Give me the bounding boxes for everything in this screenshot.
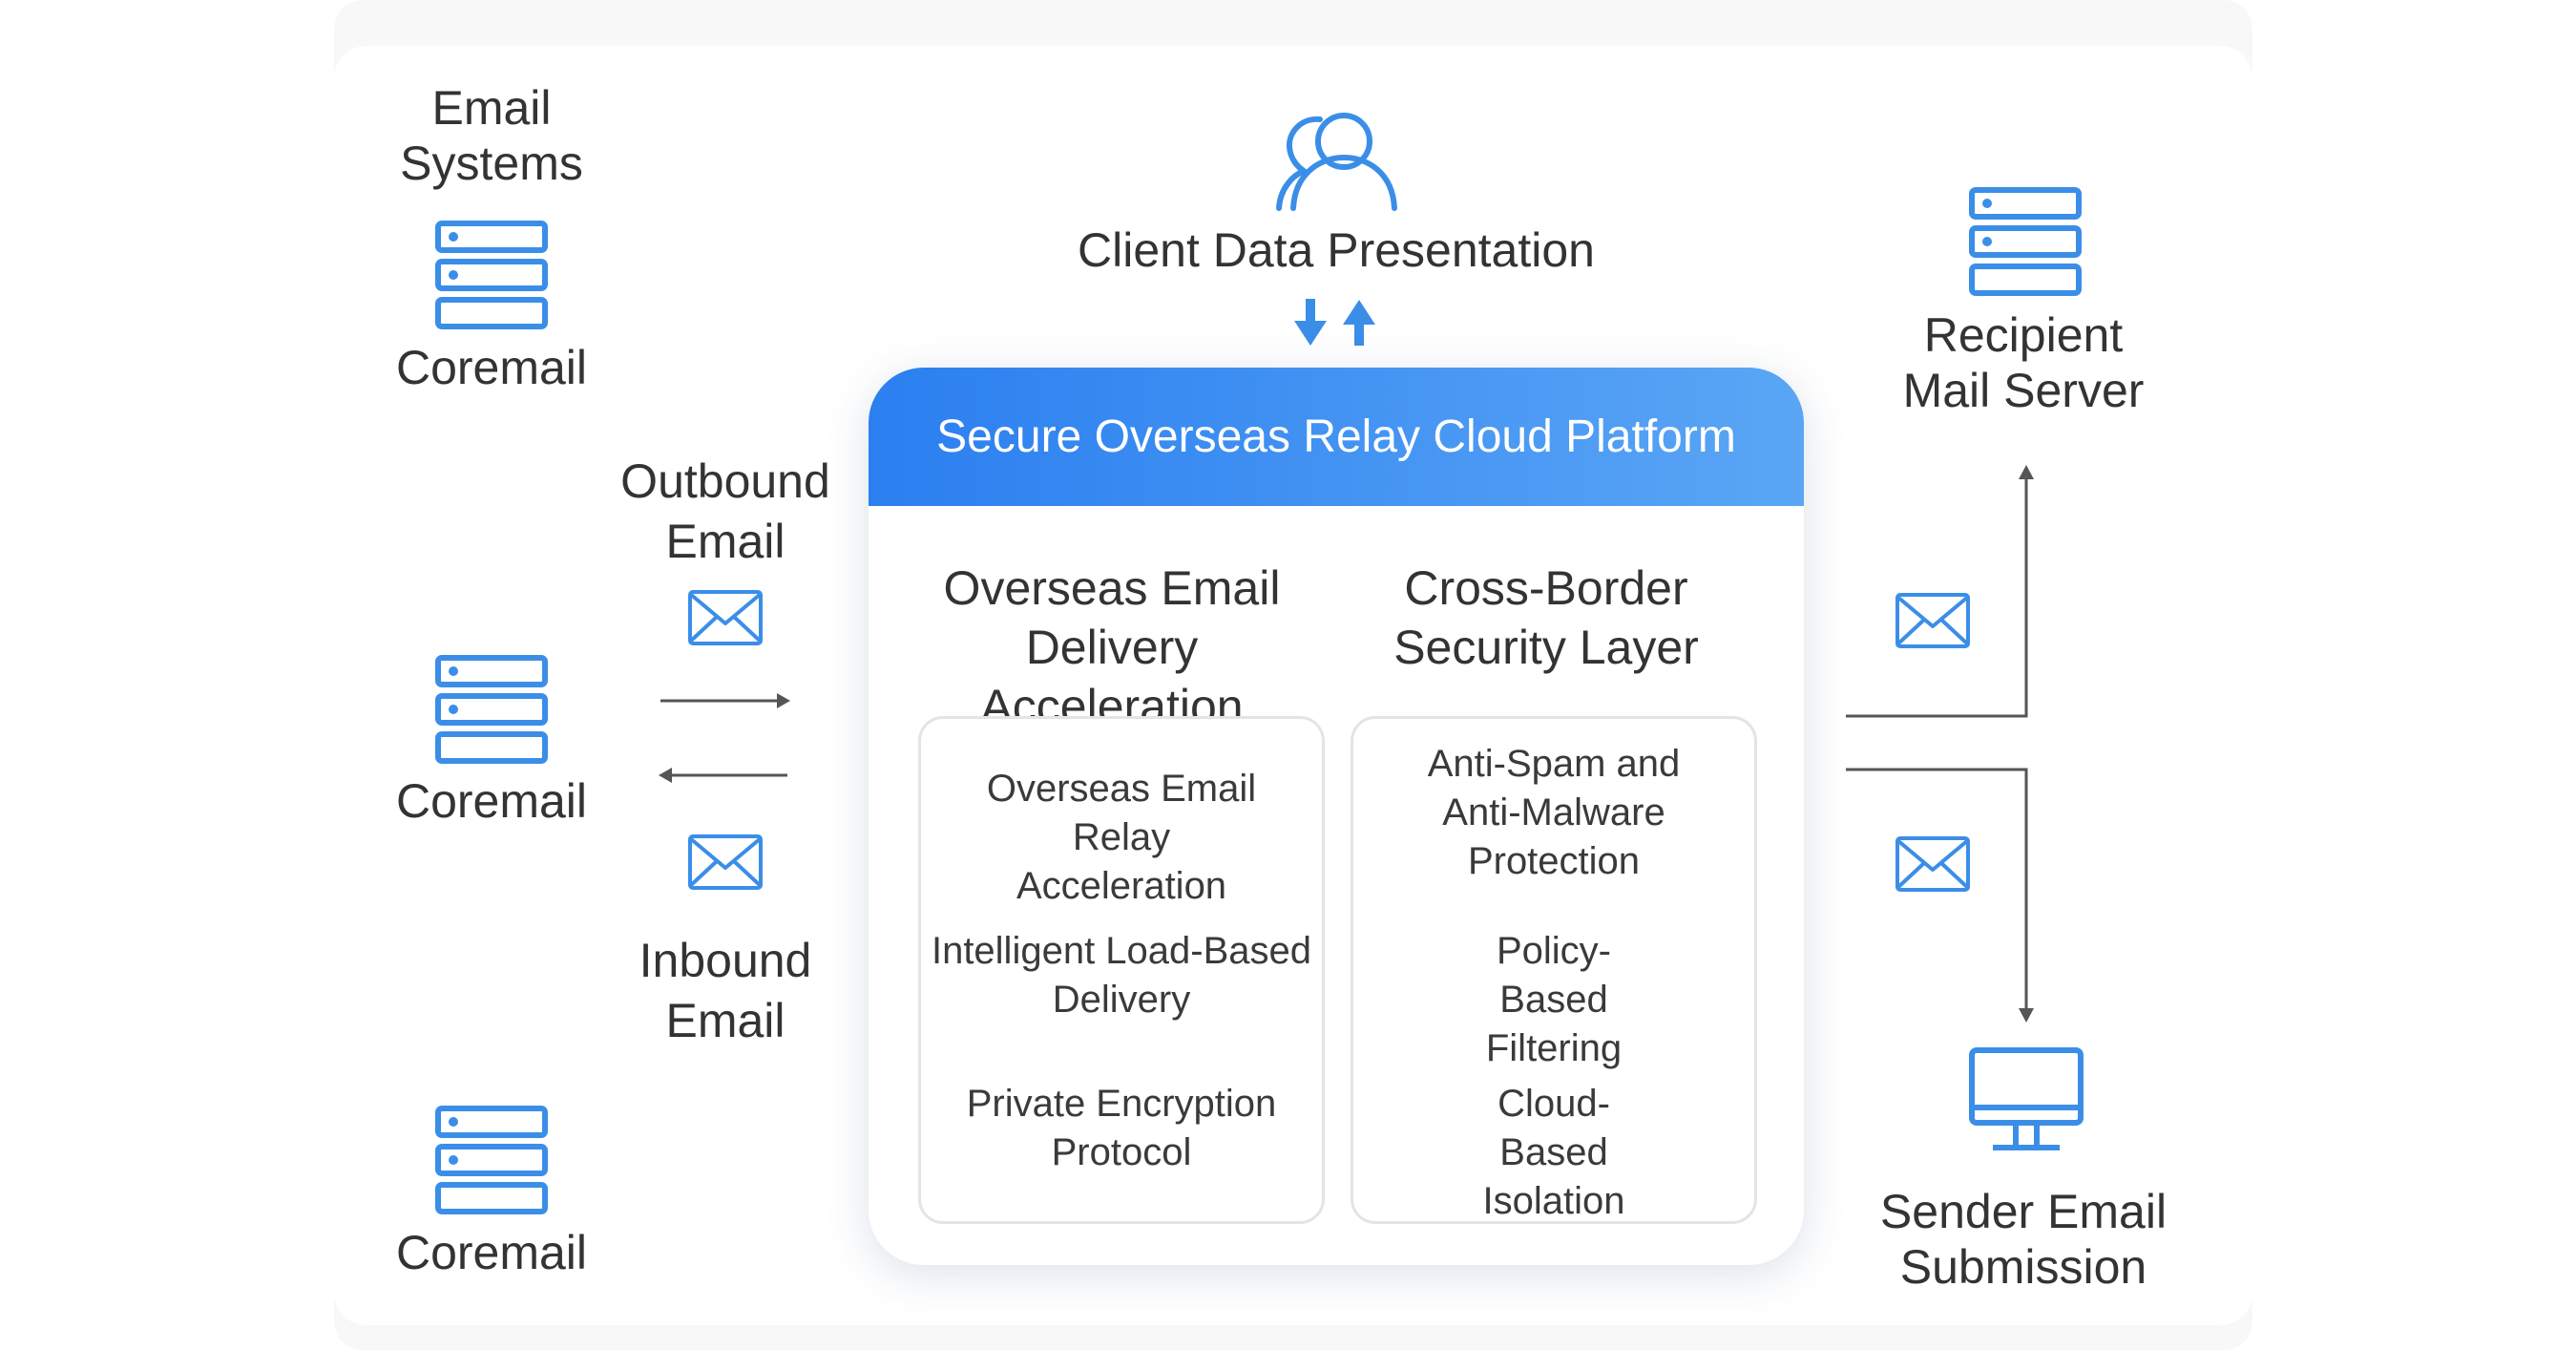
mail-icon xyxy=(1895,593,1970,648)
inbound-arrow xyxy=(659,768,787,783)
recipient-connector xyxy=(1846,465,2034,718)
sync-arrows-icon xyxy=(1294,299,1375,346)
platform-card: Secure Overseas Relay Cloud Platform Ove… xyxy=(869,368,1804,1265)
outbound-arrow xyxy=(660,693,790,708)
coremail-label: Coremail xyxy=(395,774,588,828)
server-icon xyxy=(438,223,545,327)
column-box: Overseas Email Relay Acceleration Intell… xyxy=(918,716,1325,1224)
recipient-mail-server-label: Recipient Mail Server xyxy=(1902,308,2145,417)
mail-icon xyxy=(688,590,763,645)
sender-connector xyxy=(1846,768,2034,1023)
feature-item: Private Encryption Protocol xyxy=(966,1083,1277,1174)
outbound-email-label: Outbound Email xyxy=(620,454,830,568)
column-heading: Overseas Email Delivery Acceleration xyxy=(943,561,1281,733)
column-box: Anti-Spam and Anti-Malware Protection Po… xyxy=(1351,716,1757,1224)
feature-item: Overseas Email Relay Acceleration xyxy=(986,768,1257,908)
coremail-label: Coremail xyxy=(395,341,588,394)
server-icon xyxy=(438,1108,545,1212)
email-systems-title: Email Systems xyxy=(400,81,583,190)
monitor-icon xyxy=(1969,1047,2084,1150)
column-heading: Cross-Border Security Layer xyxy=(1393,561,1699,674)
server-icon xyxy=(1972,190,2079,293)
inbound-email-label: Inbound Email xyxy=(639,934,812,1047)
server-icon xyxy=(438,658,545,761)
feature-item: Intelligent Load-Based Delivery xyxy=(931,930,1312,1022)
coremail-label: Coremail xyxy=(395,1226,588,1279)
feature-item: Anti-Spam and Anti-Malware Protection xyxy=(1427,743,1681,883)
sender-email-submission-label: Sender Email Submission xyxy=(1879,1185,2168,1294)
feature-item: Cloud-Based Isolation xyxy=(1482,1083,1625,1223)
client-data-presentation-label: Client Data Presentation xyxy=(1078,223,1595,277)
mail-icon xyxy=(688,834,763,890)
platform-title: Secure Overseas Relay Cloud Platform xyxy=(869,368,1804,506)
users-icon xyxy=(1276,113,1397,211)
feature-item: Policy-Based Filtering xyxy=(1485,930,1623,1070)
mail-icon xyxy=(1895,836,1970,892)
